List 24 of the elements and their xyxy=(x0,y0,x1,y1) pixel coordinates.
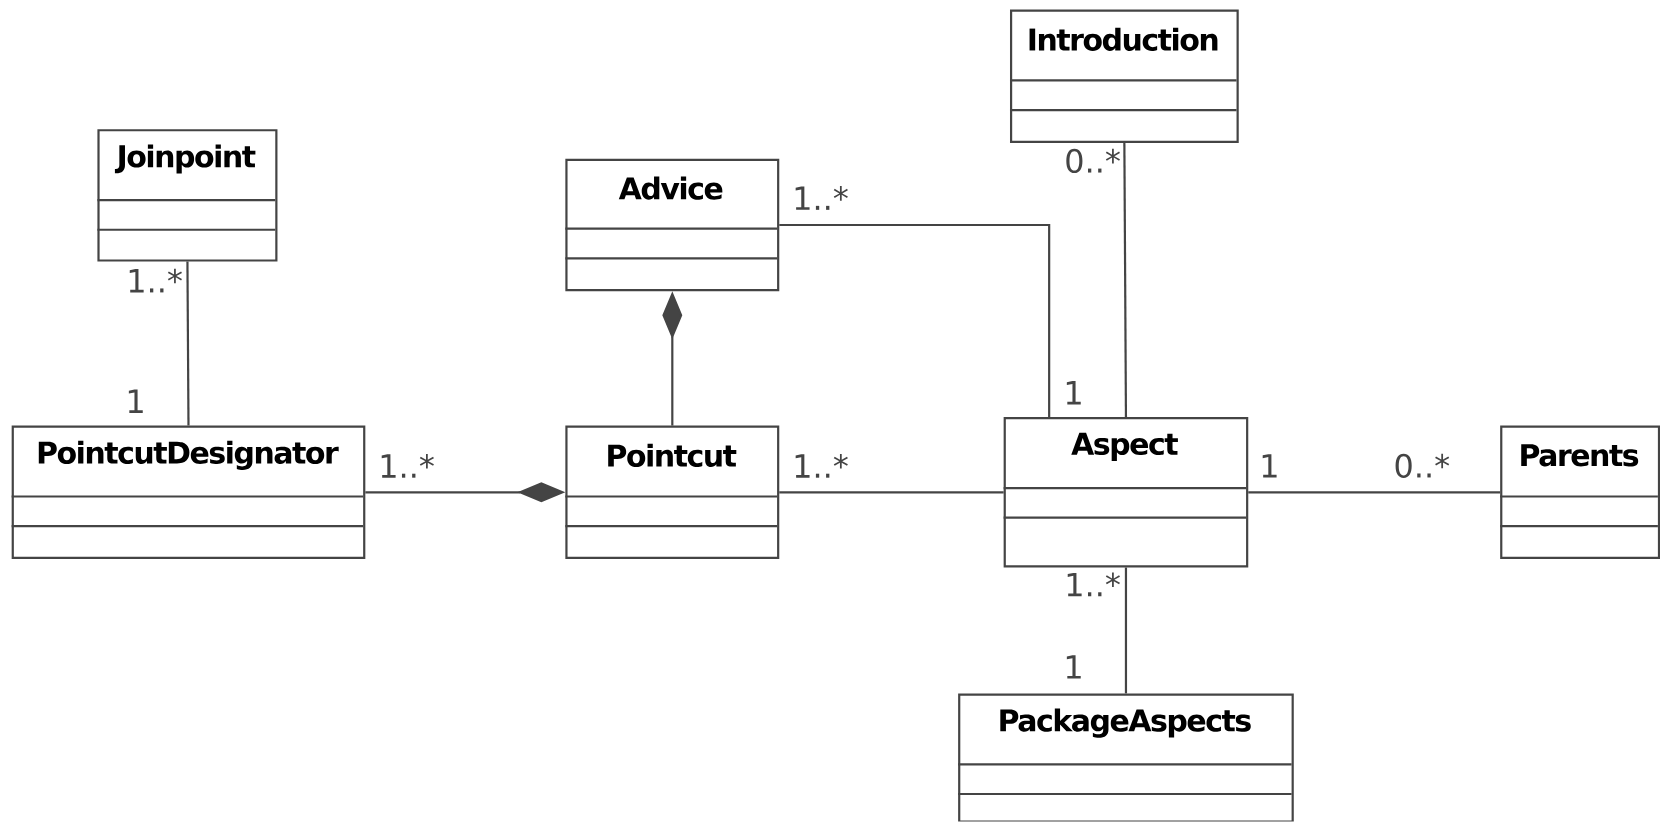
association-line xyxy=(1124,567,1128,694)
multiplicity-label: 1..* xyxy=(129,268,182,293)
multiplicity-label: 0..* xyxy=(1066,149,1120,174)
association-line xyxy=(779,224,1051,418)
multiplicity-label: 1 xyxy=(1066,381,1081,405)
association-line xyxy=(1248,491,1501,494)
class-box: Introduction xyxy=(1010,9,1239,144)
multiplicity-label: 1..* xyxy=(795,186,848,211)
class-box: Pointcut xyxy=(565,425,780,560)
class-box: Advice xyxy=(565,159,780,292)
class-box: PackageAspects xyxy=(958,693,1294,822)
association-line xyxy=(186,261,190,426)
multiplicity-label: 1 xyxy=(1066,655,1081,679)
multiplicity-label: 1 xyxy=(1262,454,1277,478)
multiplicity-label: 1..* xyxy=(1067,572,1120,597)
association-line xyxy=(1123,143,1128,418)
multiplicity-label: 0..* xyxy=(1395,453,1450,479)
class-box: Joinpoint xyxy=(97,129,278,262)
multiplicity-label: 1..* xyxy=(381,454,434,478)
class-box: Parents xyxy=(1500,425,1660,560)
class-box: PointcutDesignator xyxy=(11,425,366,560)
multiplicity-label: 1..* xyxy=(795,454,848,478)
association-line xyxy=(779,491,1004,494)
class-box: Aspect xyxy=(1003,417,1249,568)
